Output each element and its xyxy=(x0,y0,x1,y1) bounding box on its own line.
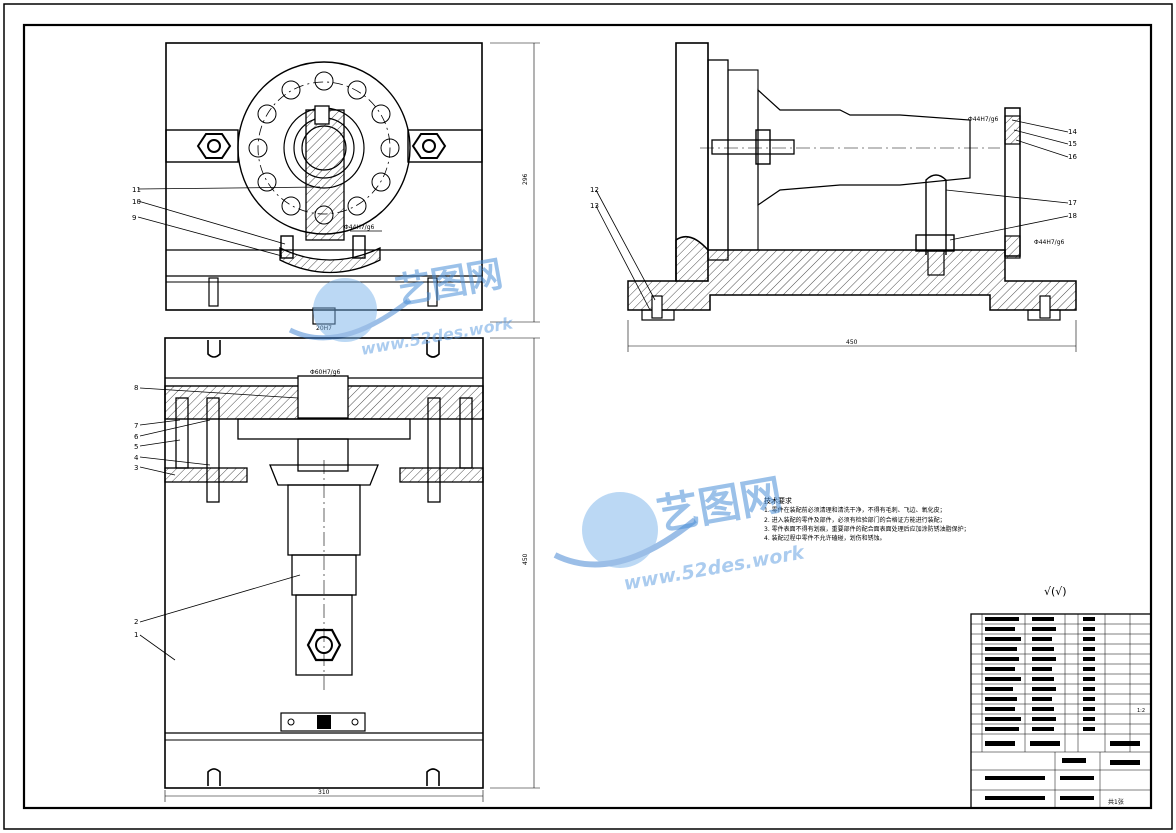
tech-req-title: 技术要求 xyxy=(764,496,792,505)
title-block-scale: 1:2 xyxy=(1137,708,1145,714)
side-callout-16: 16 xyxy=(1068,153,1077,161)
side-fit-label-top: Φ44H7/g6 xyxy=(968,116,999,123)
title-block: 1:2 共1张 xyxy=(970,613,1152,809)
watermark-brand-top: 艺图网 xyxy=(392,254,505,313)
top-dimension-width: 310 xyxy=(318,789,330,796)
front-fit-label: Φ44H7/g6 xyxy=(344,224,375,231)
side-callout-14: 14 xyxy=(1068,128,1077,136)
top-dimension-height: 450 xyxy=(522,553,529,565)
side-callout-17: 17 xyxy=(1068,199,1077,207)
inner-frame xyxy=(22,23,1153,810)
side-dimension-width: 450 xyxy=(846,339,858,346)
side-callout-12: 12 xyxy=(590,186,599,194)
side-fit-label-bottom: Φ44H7/g6 xyxy=(1034,239,1065,246)
side-callout-13: 13 xyxy=(590,202,599,210)
front-dimension-height: 296 xyxy=(522,173,529,185)
title-block-sheet: 共1张 xyxy=(1108,798,1124,806)
left-clamp-nut-icon xyxy=(196,133,232,159)
watermark-globe-icon xyxy=(288,278,412,342)
tech-req-line-4: 4. 装配过程中零件不允许磕碰，划伤和锈蚀。 xyxy=(764,534,886,542)
top-callout-8: 8 xyxy=(134,384,138,392)
top-callout-2: 2 xyxy=(134,618,138,626)
right-clamp-nut-icon xyxy=(411,133,447,159)
top-fit-label: Φ60H7/g6 xyxy=(310,369,341,376)
technical-requirements: 技术要求 1. 零件在装配前必须清理和清洗干净，不得有毛刺、飞边、氧化皮； 2.… xyxy=(764,496,970,542)
side-callout-15: 15 xyxy=(1068,140,1077,148)
roughness-symbol: √(√) xyxy=(1044,585,1067,598)
top-callout-4: 4 xyxy=(134,454,139,462)
tech-req-line-3: 3. 零件表面不得有划痕，重要部件的配合面表面处理后应加涂防锈油脂保护； xyxy=(764,525,970,533)
top-callout-7: 7 xyxy=(134,422,138,430)
front-callout-1: 11 xyxy=(132,186,141,194)
side-view: 12 13 14 15 16 17 18 Φ44H7/g6 Φ44H7/g6 4… xyxy=(590,42,1077,352)
top-callout-1: 1 xyxy=(134,631,138,639)
top-callout-5: 5 xyxy=(134,443,138,451)
tech-req-line-2: 2. 进入装配的零件及部件，必须有检验部门的合格证方能进行装配； xyxy=(764,516,946,524)
outer-frame xyxy=(3,3,1173,830)
side-callout-18: 18 xyxy=(1068,212,1077,220)
watermark-globe-icon-2 xyxy=(553,492,697,568)
front-view: 11 10 9 Φ44H7/g6 20H7 296 xyxy=(132,42,540,332)
front-callout-3: 9 xyxy=(132,214,136,222)
top-callout-6: 6 xyxy=(134,433,139,441)
front-callout-2: 10 xyxy=(132,198,141,206)
top-callout-3: 3 xyxy=(134,464,138,472)
top-view: 8 7 6 5 4 3 2 1 Φ60H7/g6 310 450 xyxy=(134,337,540,802)
tech-req-line-1: 1. 零件在装配前必须清理和清洗干净，不得有毛刺、飞边、氧化皮； xyxy=(764,506,946,514)
shaft-nut-icon xyxy=(306,628,342,662)
